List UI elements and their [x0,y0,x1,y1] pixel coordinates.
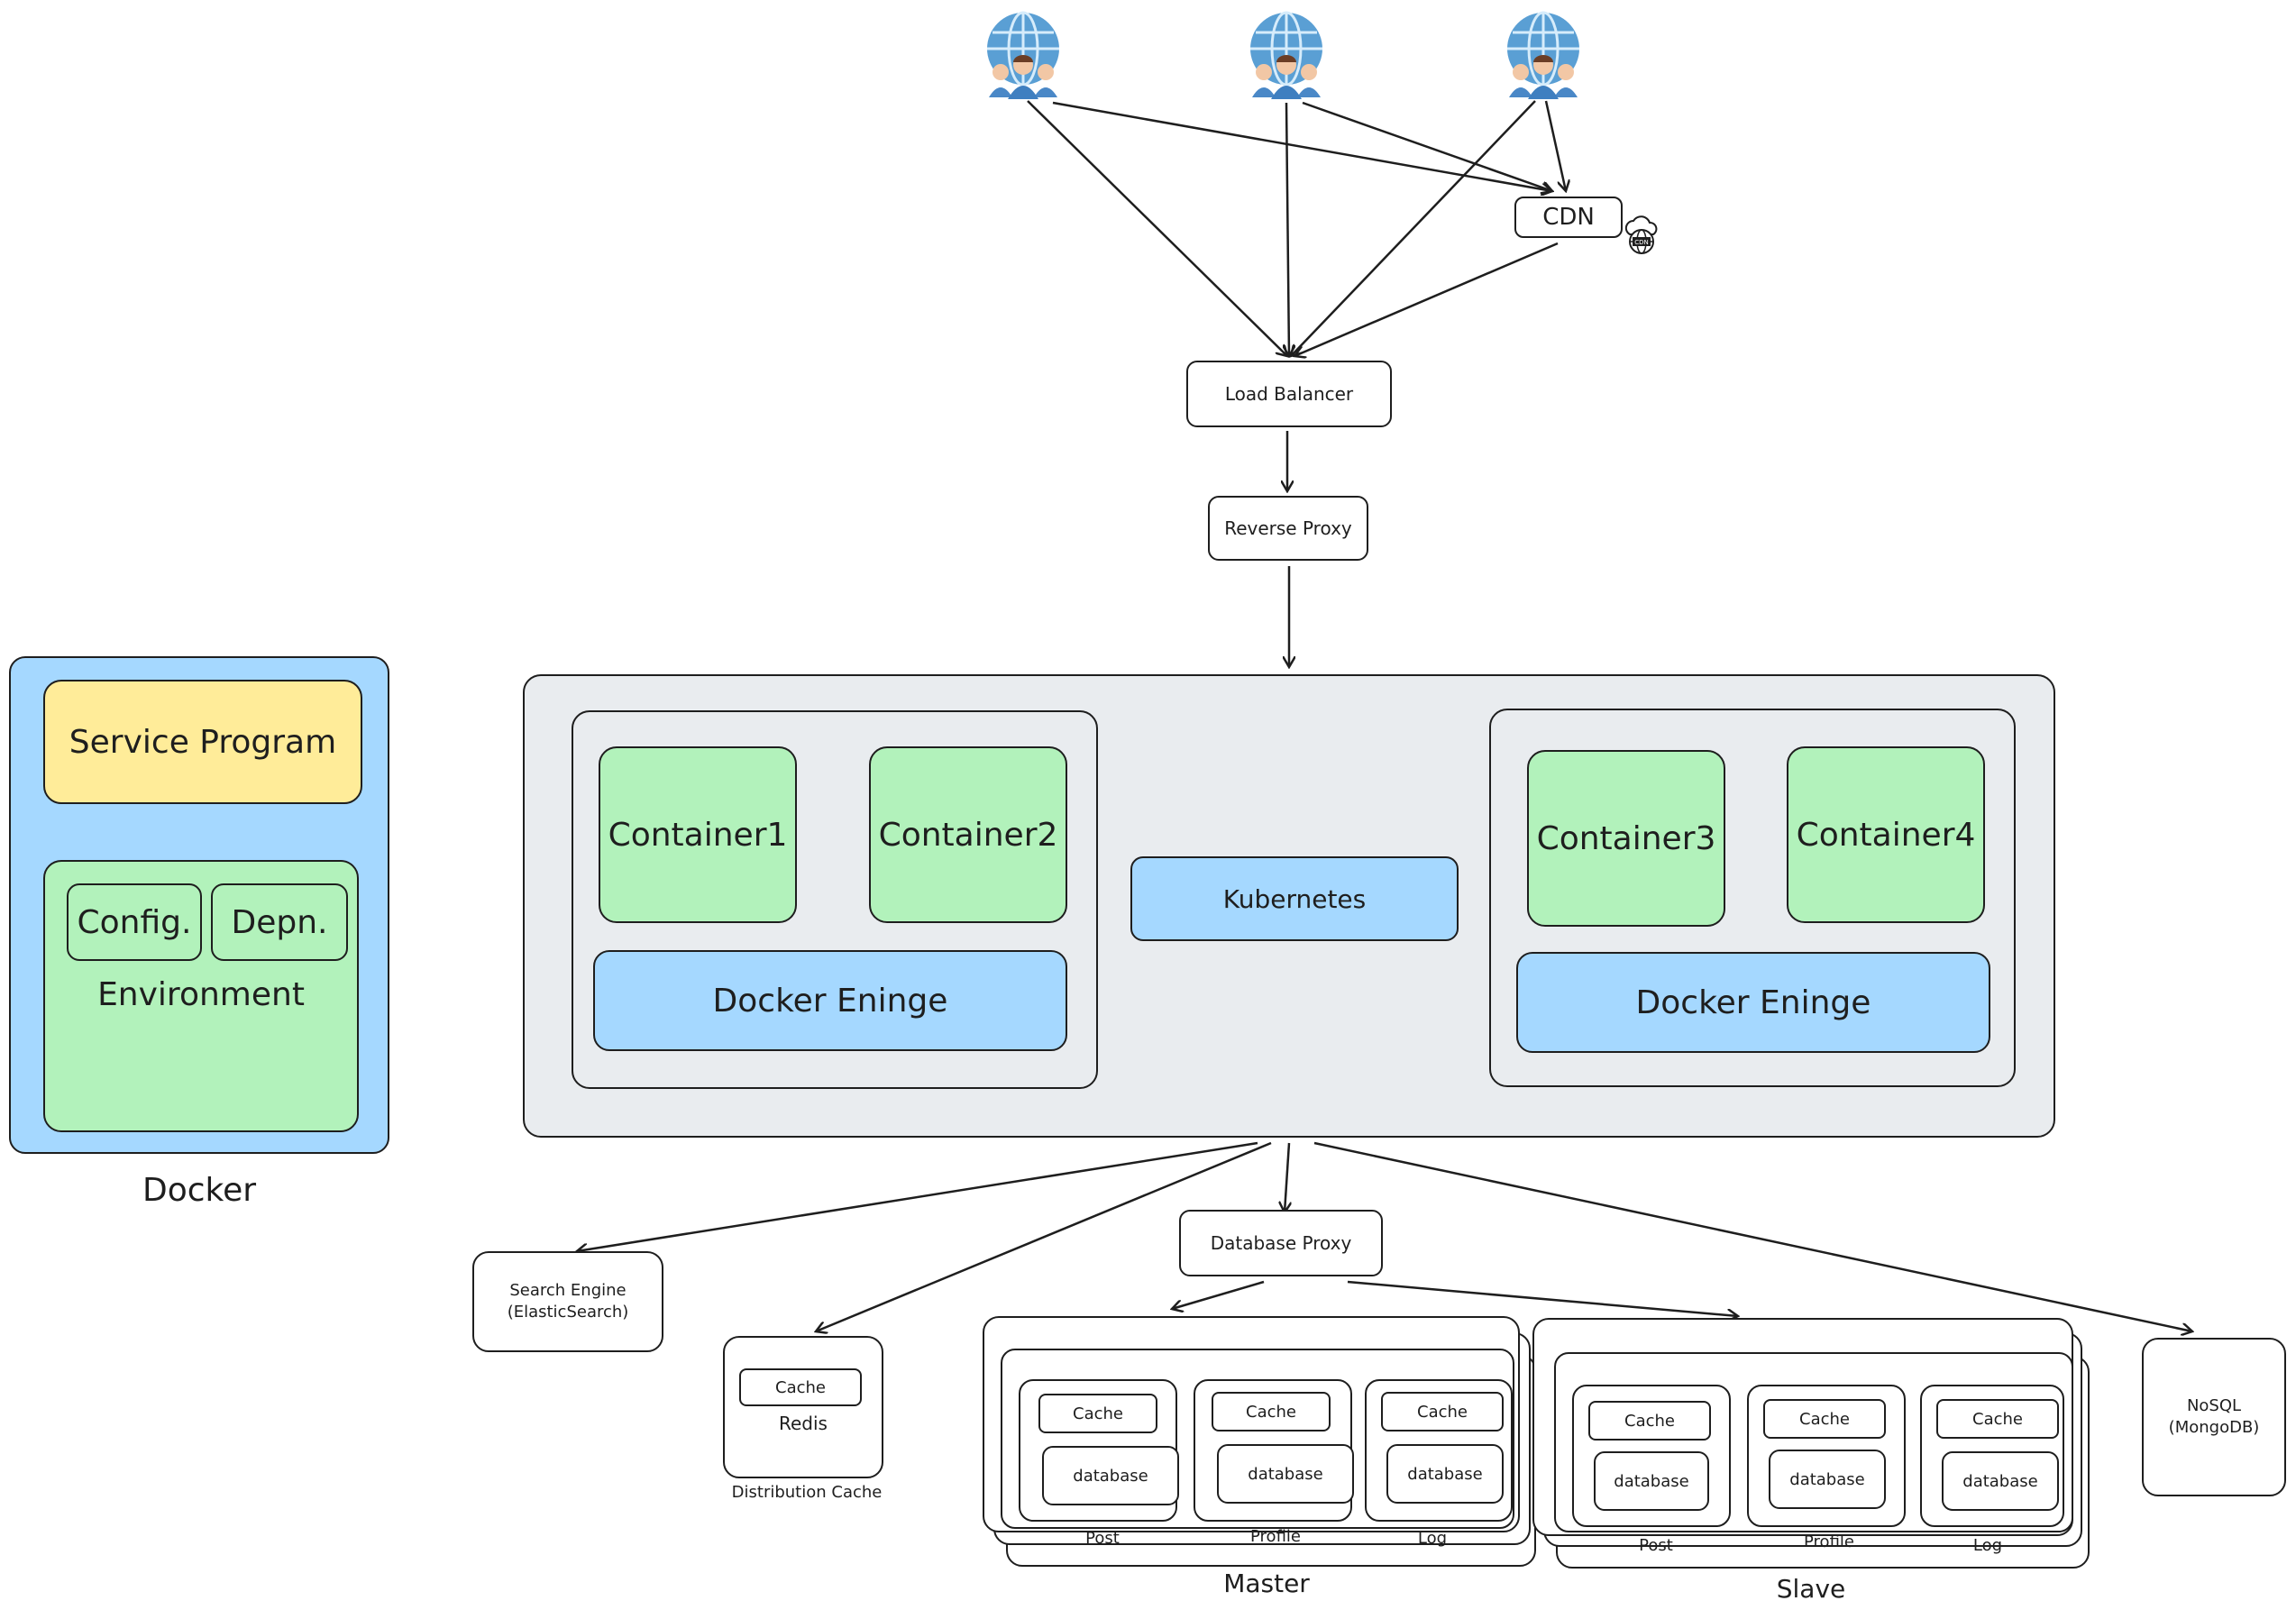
master-post-database[interactable]: database [1042,1446,1179,1505]
edge-dbproxy-slave [1347,1280,1738,1316]
edge-cluster-dbproxy [1285,1142,1289,1212]
depn-box[interactable]: Depn. [211,883,348,961]
master-profile-database[interactable]: database [1217,1444,1354,1504]
reverse-proxy-label: Reverse Proxy [1224,517,1352,539]
search-engine-line2: (ElasticSearch) [507,1303,629,1322]
service-program[interactable]: Service Program [43,680,362,804]
nosql-node[interactable]: NoSQL (MongoDB) [2142,1338,2286,1496]
master-log-label: Log [1417,1529,1448,1548]
edge-user3-cdn [1544,100,1566,191]
nosql-line2: (MongoDB) [2168,1418,2260,1437]
master-log-database[interactable]: database [1386,1444,1504,1504]
slave-post-cache[interactable]: Cache [1588,1401,1711,1441]
docker-engine-right-label: Docker Eninge [1635,983,1871,1021]
master-profile-label: Profile [1250,1527,1301,1546]
user-group-3 [1498,9,1588,99]
docker-legend-title: Docker [142,1172,257,1209]
container-3-label: Container3 [1536,819,1716,857]
edge-user2-cdn [1302,101,1552,191]
cache-label: Cache [1073,1404,1123,1423]
user-group-1 [978,9,1068,99]
environment-label: Environment [97,976,305,1013]
redis-label: Redis [779,1413,828,1434]
master-post-cache[interactable]: Cache [1038,1394,1157,1433]
edge-user3-lb [1291,100,1536,356]
master-profile-cache[interactable]: Cache [1212,1392,1331,1431]
edge-cluster-redis [816,1141,1272,1331]
slave-profile-label: Profile [1804,1532,1854,1551]
cdn-label: CDN [1542,204,1595,231]
edge-user1-cdn [1052,101,1552,191]
edge-user2-lb [1286,102,1289,356]
cache-label: Cache [1799,1409,1850,1429]
container-4-label: Container4 [1796,816,1976,854]
slave-profile-database[interactable]: database [1769,1450,1886,1509]
edge-cluster-nosql [1313,1141,2192,1331]
cdn-cloud-icon: CDN [1621,211,1662,256]
config-box[interactable]: Config. [67,883,202,961]
edge-cdn-lb [1294,242,1559,356]
users-globe-icon [1507,11,1579,99]
search-engine-line1: Search Engine [509,1280,627,1300]
reverse-proxy[interactable]: Reverse Proxy [1208,496,1368,561]
cdn-node[interactable]: CDN [1514,197,1623,238]
users-globe-icon [1250,11,1322,99]
nosql-line1: NoSQL [2186,1395,2242,1415]
service-program-label: Service Program [69,723,337,761]
docker-engine-right[interactable]: Docker Eninge [1516,952,1990,1053]
container-2[interactable]: Container2 [869,746,1067,923]
database-label: database [1407,1464,1483,1484]
database-label: database [1789,1469,1865,1489]
container-2-label: Container2 [878,816,1058,854]
edge-user1-lb [1027,100,1287,356]
kubernetes-label: Kubernetes [1222,883,1367,914]
docker-engine-left-label: Docker Eninge [712,982,948,1020]
container-1-label: Container1 [608,816,788,854]
edge-cluster-search [577,1141,1258,1251]
slave-post-database[interactable]: database [1594,1451,1709,1511]
slave-log-database[interactable]: database [1942,1451,2059,1511]
load-balancer-label: Load Balancer [1224,383,1354,405]
cache-label: Cache [1246,1402,1296,1422]
database-label: database [1248,1464,1323,1484]
container-4[interactable]: Container4 [1787,746,1985,923]
slave-log-label: Log [1972,1536,2003,1555]
cache-label: Cache [1972,1409,2023,1429]
load-balancer[interactable]: Load Balancer [1186,361,1392,427]
master-post-label: Post [1085,1529,1120,1548]
database-label: database [1614,1471,1689,1491]
master-title: Master [1223,1569,1310,1598]
container-1[interactable]: Container1 [599,746,797,923]
kubernetes[interactable]: Kubernetes [1130,856,1459,941]
redis-node[interactable] [723,1336,883,1478]
cache-label: Cache [1417,1402,1468,1422]
depn-label: Depn. [231,903,328,941]
database-proxy[interactable]: Database Proxy [1179,1210,1383,1276]
config-label: Config. [77,903,192,941]
container-3[interactable]: Container3 [1527,750,1725,927]
redis-cache-label: Cache [775,1377,826,1397]
slave-profile-cache[interactable]: Cache [1763,1399,1886,1439]
master-log-cache[interactable]: Cache [1381,1392,1504,1431]
database-label: database [1962,1471,2038,1491]
database-proxy-label: Database Proxy [1210,1232,1352,1254]
users-globe-icon [987,11,1059,99]
slave-post-label: Post [1639,1536,1673,1555]
user-group-2 [1241,9,1331,99]
docker-engine-left[interactable]: Docker Eninge [593,950,1067,1051]
search-engine[interactable]: Search Engine (ElasticSearch) [472,1251,663,1352]
cache-label: Cache [1624,1411,1675,1431]
edge-dbproxy-master [1172,1280,1265,1309]
redis-cache[interactable]: Cache [739,1368,862,1406]
slave-title: Slave [1776,1574,1846,1604]
slave-log-cache[interactable]: Cache [1936,1399,2059,1439]
database-label: database [1073,1466,1148,1486]
distribution-cache-caption: Distribution Cache [731,1483,883,1502]
svg-text:CDN: CDN [1634,239,1649,246]
